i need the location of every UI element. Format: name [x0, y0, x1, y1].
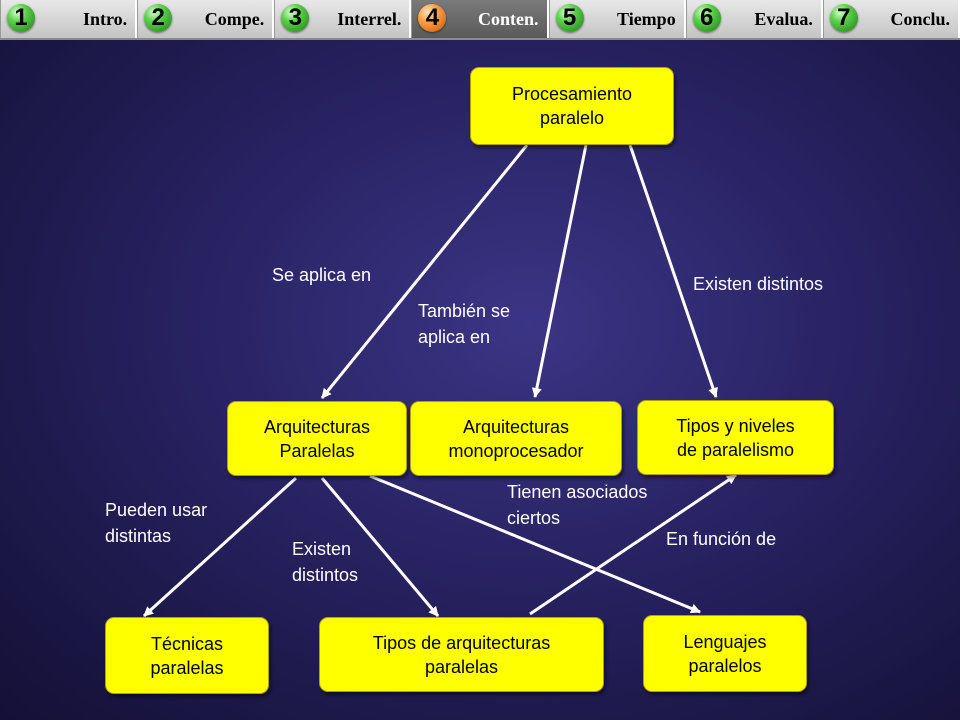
tab-number-badge: 2: [144, 4, 173, 32]
edge-label-existen-distintos: Existen distintos: [693, 274, 824, 294]
tab-interrel[interactable]: 3 Interrel.: [274, 0, 412, 38]
link-arq-paralelas-to-tecnicas: [142, 476, 298, 618]
edge-label-se-aplica-en: Se aplica en: [272, 265, 372, 285]
edge-label-en-funcion-de: En función de: [666, 529, 777, 549]
link-procesamiento-to-arq-mono: [531, 144, 588, 398]
link-tipos-arq-to-tipos-niveles: [529, 473, 737, 616]
tab-label: Conten.: [478, 8, 539, 29]
tab-label: Compe.: [204, 8, 265, 29]
tab-number-badge: 4: [418, 4, 447, 32]
tab-label: Tiempo: [617, 8, 676, 29]
link-arq-paralelas-to-lenguajes: [369, 474, 701, 614]
tab-number-badge: 7: [829, 4, 858, 32]
node-tipos-niveles-paralelismo[interactable]: Tipos y niveles de paralelismo: [637, 400, 834, 475]
tab-intro[interactable]: 1 Intro.: [0, 0, 138, 38]
tab-tiempo[interactable]: 5 Tiempo: [548, 0, 686, 38]
tab-label: Intro.: [82, 8, 128, 29]
edge-label-tambien-se-aplica-en: También se aplica en: [418, 301, 511, 347]
tab-conten[interactable]: 4 Conten.: [411, 0, 549, 38]
section-tab-bar: 1 Intro. 2 Compe. 3 Interrel. 4 Conten. …: [0, 0, 960, 40]
node-lenguajes-paralelos[interactable]: Lenguajes paralelos: [643, 615, 807, 692]
tab-number-badge: 3: [281, 4, 310, 32]
tab-number-badge: 5: [555, 4, 584, 32]
tab-label: Interrel.: [337, 8, 402, 29]
edge-label-existen-distintos-2: Existen distintos: [292, 539, 359, 585]
link-arq-paralelas-to-tipos-arq: [320, 477, 440, 617]
tab-label: Evalua.: [754, 8, 813, 29]
edge-label-tienen-asociados-ciertos: Tienen asociados ciertos: [507, 482, 648, 528]
node-arquitecturas-paralelas[interactable]: Arquitecturas Paralelas: [227, 401, 407, 476]
tab-compe[interactable]: 2 Compe.: [137, 0, 275, 38]
link-procesamiento-to-arq-paralelas: [320, 144, 529, 399]
tab-conclu[interactable]: 7 Conclu.: [822, 0, 960, 38]
link-procesamiento-to-tipos-niveles: [628, 144, 718, 398]
node-procesamiento-paralelo[interactable]: Procesamiento paralelo: [470, 67, 674, 145]
node-tecnicas-paralelas[interactable]: Técnicas paralelas: [105, 617, 269, 694]
node-tipos-arquitecturas-paralelas[interactable]: Tipos de arquitecturas paralelas: [319, 617, 604, 692]
tab-number-badge: 6: [692, 4, 721, 32]
node-arquitecturas-monoprocesador[interactable]: Arquitecturas monoprocesador: [410, 401, 622, 476]
tab-label: Conclu.: [890, 8, 950, 29]
tab-number-badge: 1: [7, 4, 35, 32]
tab-evalua[interactable]: 6 Evalua.: [685, 0, 823, 38]
edge-label-pueden-usar-distintas: Pueden usar distintas: [105, 500, 208, 546]
